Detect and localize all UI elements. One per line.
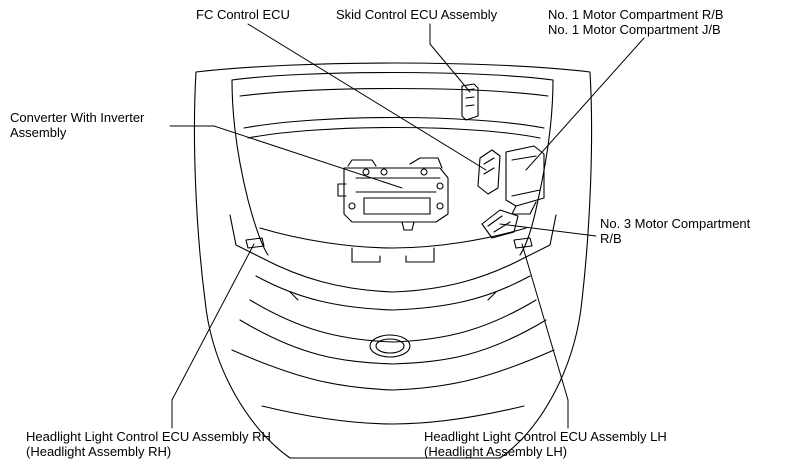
- skid-control-ecu-part: [461, 83, 479, 121]
- label-converter-line2: Assembly: [10, 125, 67, 140]
- leader-converter: [169, 125, 403, 189]
- leader-headlight-lh: [521, 243, 569, 429]
- label-motor-rb-1-line2: No. 1 Motor Compartment J/B: [548, 22, 721, 37]
- leader-skid-control-ecu: [429, 23, 471, 93]
- fc-control-ecu-part: [477, 149, 501, 195]
- label-headlight-rh-line2: (Headlight Assembly RH): [26, 444, 172, 459]
- label-headlight-rh-line1: Headlight Light Control ECU Assembly RH: [26, 429, 271, 444]
- label-headlight-lh-line1: Headlight Light Control ECU Assembly LH: [424, 429, 667, 444]
- leader-headlight-rh: [171, 243, 255, 429]
- headlight-ecu-lh-part: [513, 237, 533, 249]
- leader-lines: [169, 23, 645, 429]
- leader-motor-rb-1: [525, 37, 645, 171]
- headlight-ecu-rh-part: [245, 237, 265, 249]
- label-motor-rb-3-line1: No. 3 Motor Compartment: [600, 216, 751, 231]
- vehicle-body-outline: [193, 62, 593, 459]
- label-motor-rb-1-line1: No. 1 Motor Compartment R/B: [548, 7, 724, 22]
- label-motor-rb-3-line2: R/B: [600, 231, 622, 246]
- leader-motor-rb-3: [499, 223, 597, 237]
- leader-fc-control-ecu: [247, 23, 487, 171]
- label-headlight-lh-line2: (Headlight Assembly LH): [424, 444, 568, 459]
- label-converter-line1: Converter With Inverter: [10, 110, 145, 125]
- no1-motor-compartment-rb-part: [505, 145, 545, 215]
- label-fc-control-ecu: FC Control ECU: [196, 7, 290, 22]
- no3-motor-compartment-rb-part: [481, 209, 519, 239]
- label-skid-control-ecu: Skid Control ECU Assembly: [336, 7, 498, 22]
- converter-inverter-assembly: [337, 157, 449, 231]
